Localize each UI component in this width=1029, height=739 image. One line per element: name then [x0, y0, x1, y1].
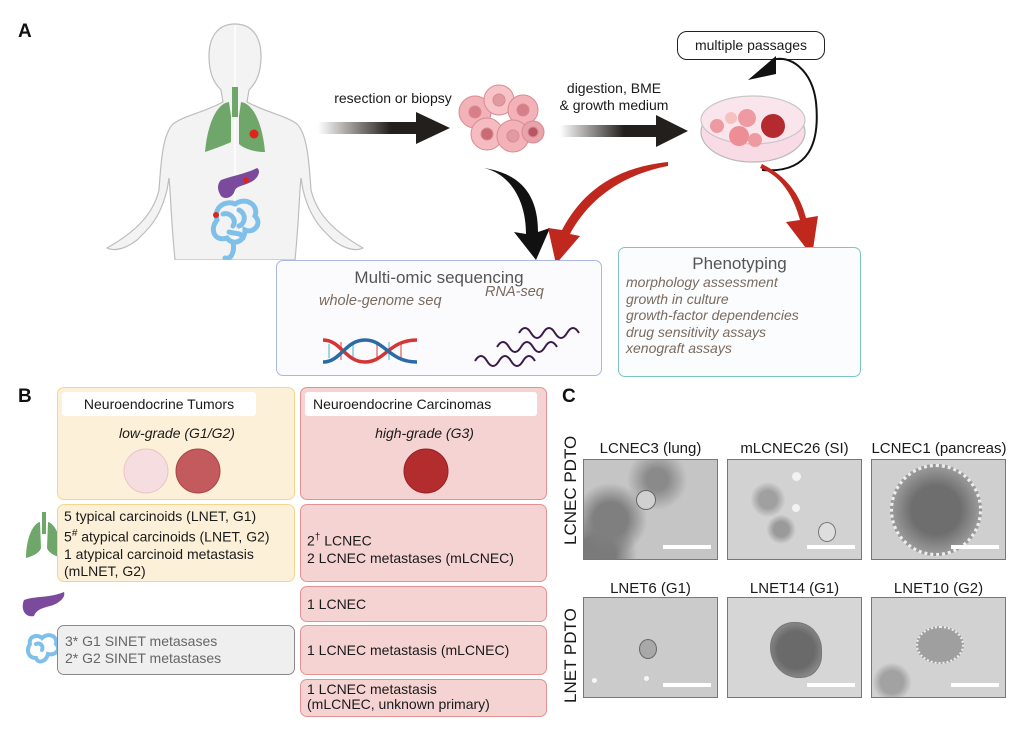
net-si-cell: 3* G1 SINET metasases 2* G2 SINET metast… [57, 625, 295, 675]
micrograph-lnet10 [871, 597, 1006, 698]
nec-lung-line: 2† LCNEC [307, 532, 372, 549]
scale-bar [807, 545, 855, 549]
image-title: LNET6 (G1) [610, 580, 691, 597]
phenotyping-title: Phenotyping [692, 254, 787, 273]
panel-c-label: C [562, 386, 576, 407]
black-curved-arrow [484, 168, 550, 260]
panel-a-label: A [18, 21, 32, 42]
resection-label: resection or biopsy [334, 90, 452, 106]
scale-bar [951, 545, 999, 549]
digestion-label: digestion, BME & growth medium [548, 80, 680, 114]
pancreas-icon [22, 592, 65, 617]
net-si-line: 2* G2 SINET metastases [65, 650, 222, 666]
panel-b-label: B [18, 386, 32, 407]
intestine-organ-icon [210, 198, 261, 260]
image-title: LCNEC3 (lung) [599, 440, 702, 457]
scale-bar [663, 545, 711, 549]
multiple-passages-label: multiple passages [677, 31, 825, 60]
pancreas-organ-icon [218, 168, 259, 198]
phenotyping-list: morphology assessment growth in culture … [619, 274, 860, 357]
dna-helix-icon [322, 338, 418, 364]
digestion-label-line1: digestion, BME [566, 80, 662, 96]
nec-unknown-line: 1 LCNEC metastasis [307, 681, 437, 697]
image-title: LNET14 (G1) [749, 580, 840, 597]
passage-loop-arrow [748, 56, 818, 172]
tumor-dot-intestine [213, 212, 219, 218]
multi-omic-sequencing-box: Multi-omic sequencing whole-genome seq R… [276, 260, 602, 376]
net-lung-line: 5 typical carcinoids (LNET, G1) [64, 508, 257, 524]
g1-tumor-icon [123, 448, 169, 494]
phenotyping-item: xenograft assays [626, 340, 732, 356]
nec-lung-line: 2 LCNEC metastases (mLCNEC) [307, 549, 514, 566]
tumor-dot-pancreas [243, 177, 249, 183]
image-title: mLCNEC26 (SI) [740, 440, 849, 457]
phenotyping-item: morphology assessment [626, 274, 778, 290]
micrograph-lnet14 [727, 597, 862, 698]
phenotyping-box: Phenotyping morphology assessment growth… [618, 247, 861, 377]
row-label-lnet-pdto: LNET PDTO [561, 608, 580, 703]
scale-bar [951, 683, 999, 687]
low-grade-tumor-icons [123, 448, 221, 494]
phenotyping-item: growth in culture [626, 290, 729, 307]
high-grade-tumor-icon [403, 448, 449, 494]
nec-unknown-line: (mLCNEC, unknown primary) [307, 696, 490, 712]
net-grade-label: low-grade (G1/G2) [119, 425, 235, 441]
digestion-label-line2: & growth medium [559, 97, 669, 113]
intestine-icon [26, 633, 61, 664]
image-title: LNET10 (G2) [893, 580, 984, 597]
net-header-box: Neuroendocrine Tumors low-grade (G1/G2) [57, 387, 295, 500]
nec-pancreas-text: 1 LCNEC [307, 596, 367, 612]
phenotyping-item: growth-factor dependencies [626, 307, 799, 323]
nec-pancreas-cell: 1 LCNEC [300, 586, 547, 622]
net-lung-cell: 5 typical carcinoids (LNET, G1) 5# atypi… [57, 504, 295, 582]
nec-unknown-primary-cell: 1 LCNEC metastasis (mLCNEC, unknown prim… [300, 679, 547, 717]
net-lung-line: (mLNET, G2) [64, 562, 146, 579]
rna-seq-label: RNA-seq [485, 284, 544, 300]
nec-si-cell: 1 LCNEC metastasis (mLCNEC) [300, 625, 547, 675]
scale-bar [807, 683, 855, 687]
net-lung-line: 5# atypical carcinoids (LNET, G2) [64, 528, 270, 545]
phenotyping-item: drug sensitivity assays [626, 323, 767, 340]
net-header-title: Neuroendocrine Tumors [62, 392, 256, 416]
digestion-arrow [560, 115, 688, 147]
red-curved-arrow-to-omics [548, 162, 668, 264]
micrograph-lcnec3 [583, 459, 718, 560]
nec-si-text: 1 LCNEC metastasis (mLCNEC) [307, 642, 510, 658]
nec-header-box: Neuroendocrine Carcinomas high-grade (G3… [300, 387, 547, 500]
petri-dish-icon [700, 95, 806, 163]
nec-grade-label: high-grade (G3) [375, 425, 474, 441]
tumor-dot-lung [249, 129, 259, 139]
nec-lung-cell: 2† LCNEC 2 LCNEC metastases (mLCNEC) [300, 504, 547, 582]
rna-strands-icon [474, 327, 580, 367]
lung-organ-icon [205, 87, 265, 152]
micrograph-lnet6 [583, 597, 718, 698]
net-lung-line: 1 atypical carcinoid metastasis [64, 545, 254, 562]
tumor-cells-cluster-icon [458, 84, 545, 153]
g2-tumor-icon [175, 448, 221, 494]
resection-arrow [318, 112, 450, 144]
micrograph-mlcnec26 [727, 459, 862, 560]
human-body-illustration [105, 23, 365, 260]
image-title: LCNEC1 (pancreas) [871, 440, 1007, 457]
nec-header-title: Neuroendocrine Carcinomas [305, 392, 537, 416]
scale-bar [663, 683, 711, 687]
net-si-line: 3* G1 SINET metasases [65, 633, 218, 649]
micrograph-lcnec1 [871, 459, 1006, 560]
omic-box-title: Multi-omic sequencing [354, 268, 524, 287]
wgs-label: whole-genome seq [319, 293, 442, 309]
red-curved-arrow-to-phenotyping [760, 164, 818, 256]
flow-arrows [484, 162, 818, 264]
